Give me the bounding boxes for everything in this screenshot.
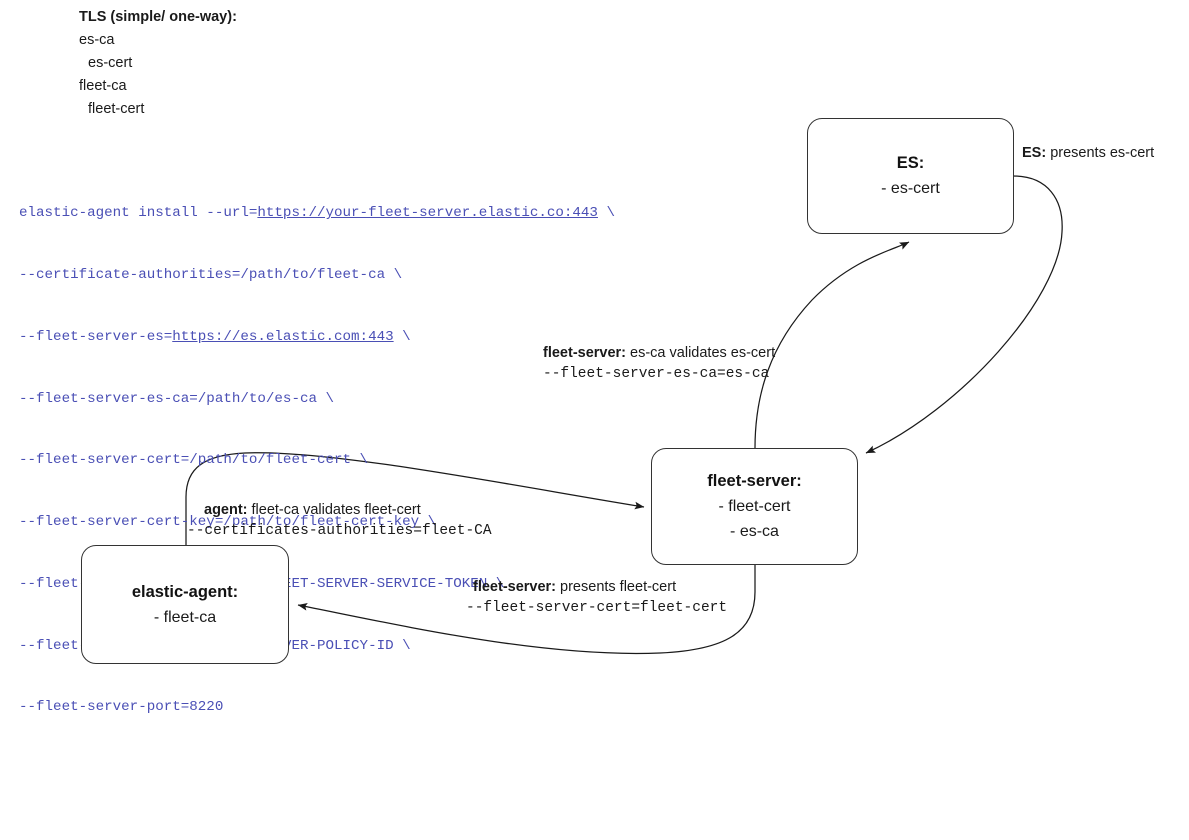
tls-legend-item: fleet-ca: [79, 78, 127, 94]
node-es[interactable]: ES: - es-cert: [807, 118, 1014, 234]
edge-label-prose: es-ca validates es-cert: [626, 345, 776, 361]
edge-label-flag: --certificates-authorities=fleet-CA: [187, 523, 492, 539]
edge-label-text: fleet-server: es-ca validates es-cert: [543, 343, 775, 364]
command-link[interactable]: https://es.elastic.com:443: [172, 328, 394, 345]
edge-label-actor: agent:: [204, 502, 248, 518]
edge-label-text: fleet-server: presents fleet-cert: [473, 577, 727, 598]
node-elastic-agent[interactable]: elastic-agent: - fleet-ca: [81, 545, 289, 664]
command-line: --fleet-server-cert=/path/to/fleet-cert …: [19, 450, 615, 471]
tls-legend-item: es-ca: [79, 32, 115, 48]
command-text: --fleet-server-cert=/path/to/fleet-cert …: [19, 452, 369, 469]
tls-legend-header: TLS (simple/ one-way):: [79, 9, 237, 25]
edge-fleet-server-to-es: [754, 241, 910, 449]
command-line: --fleet-server-port=8220: [19, 697, 615, 718]
node-elastic-agent-title: elastic-agent:: [131, 582, 239, 601]
node-fleet-server-line: - es-ca: [730, 523, 779, 540]
command-text: --fleet-server-cert-key=/path/to/fleet-c…: [19, 514, 437, 531]
edge-label-fleet-server-validates: fleet-server: es-ca validates es-cert --…: [543, 343, 775, 385]
edge-label-text: agent: fleet-ca validates fleet-cert: [204, 500, 492, 521]
edge-agent-to-fleet-server: [185, 452, 645, 545]
command-text: --fleet-server-es=: [19, 328, 173, 345]
edge-label-agent-validates: agent: fleet-ca validates fleet-cert --c…: [187, 500, 492, 542]
command-text: --fleet-server-es-ca=/path/to/es-ca \: [19, 390, 335, 407]
edge-label-fleet-server-presents: fleet-server: presents fleet-cert --flee…: [466, 577, 727, 619]
edge-fleet-server-to-agent: [297, 565, 756, 655]
command-line: elastic-agent install --url=https://your…: [19, 203, 615, 224]
command-link[interactable]: https://your-fleet-server.elastic.co:443: [257, 205, 598, 222]
edge-label-actor: fleet-server:: [473, 579, 557, 595]
command-line: --certificate-authorities=/path/to/fleet…: [19, 265, 615, 286]
tls-legend-item: es-cert: [88, 55, 133, 71]
command-text: \: [393, 328, 411, 345]
node-es-line: - es-cert: [881, 180, 940, 197]
command-text: elastic-agent install --url=: [19, 205, 258, 222]
edge-label-actor: fleet-server:: [543, 345, 627, 361]
tls-legend-item: fleet-cert: [88, 101, 145, 117]
node-fleet-server-line: - fleet-cert: [718, 498, 791, 515]
command-text: \: [597, 205, 615, 222]
edge-label-es-presents: ES: presents es-cert: [1022, 143, 1154, 164]
edge-label-prose: fleet-ca validates fleet-cert: [247, 502, 421, 518]
edge-label-text: ES: presents es-cert: [1022, 143, 1154, 164]
node-es-title: ES:: [896, 154, 925, 172]
tls-legend: TLS (simple/ one-way): es-ca es-cert fle…: [79, 6, 237, 121]
edge-label-flag: --fleet-server-es-ca=es-ca: [543, 366, 770, 382]
edge-label-prose: presents fleet-cert: [556, 579, 677, 595]
command-line: --fleet-server-es=https://es.elastic.com…: [19, 327, 615, 348]
edge-label-actor: ES:: [1022, 145, 1047, 161]
command-line: --fleet-server-cert-key=/path/to/fleet-c…: [19, 512, 615, 533]
command-text: --certificate-authorities=/path/to/fleet…: [19, 266, 403, 283]
node-elastic-agent-line: - fleet-ca: [153, 608, 217, 626]
edge-label-flag: --fleet-server-cert=fleet-cert: [466, 600, 728, 616]
edge-es-to-fleet-server: [865, 175, 1063, 454]
node-fleet-server[interactable]: fleet-server: - fleet-cert - es-ca: [651, 448, 858, 565]
command-text: --fleet-server-port=8220: [19, 699, 224, 716]
command-line: --fleet-server-es-ca=/path/to/es-ca \: [19, 389, 615, 410]
node-fleet-server-title: fleet-server:: [707, 472, 802, 490]
edge-label-prose: presents es-cert: [1046, 145, 1155, 161]
